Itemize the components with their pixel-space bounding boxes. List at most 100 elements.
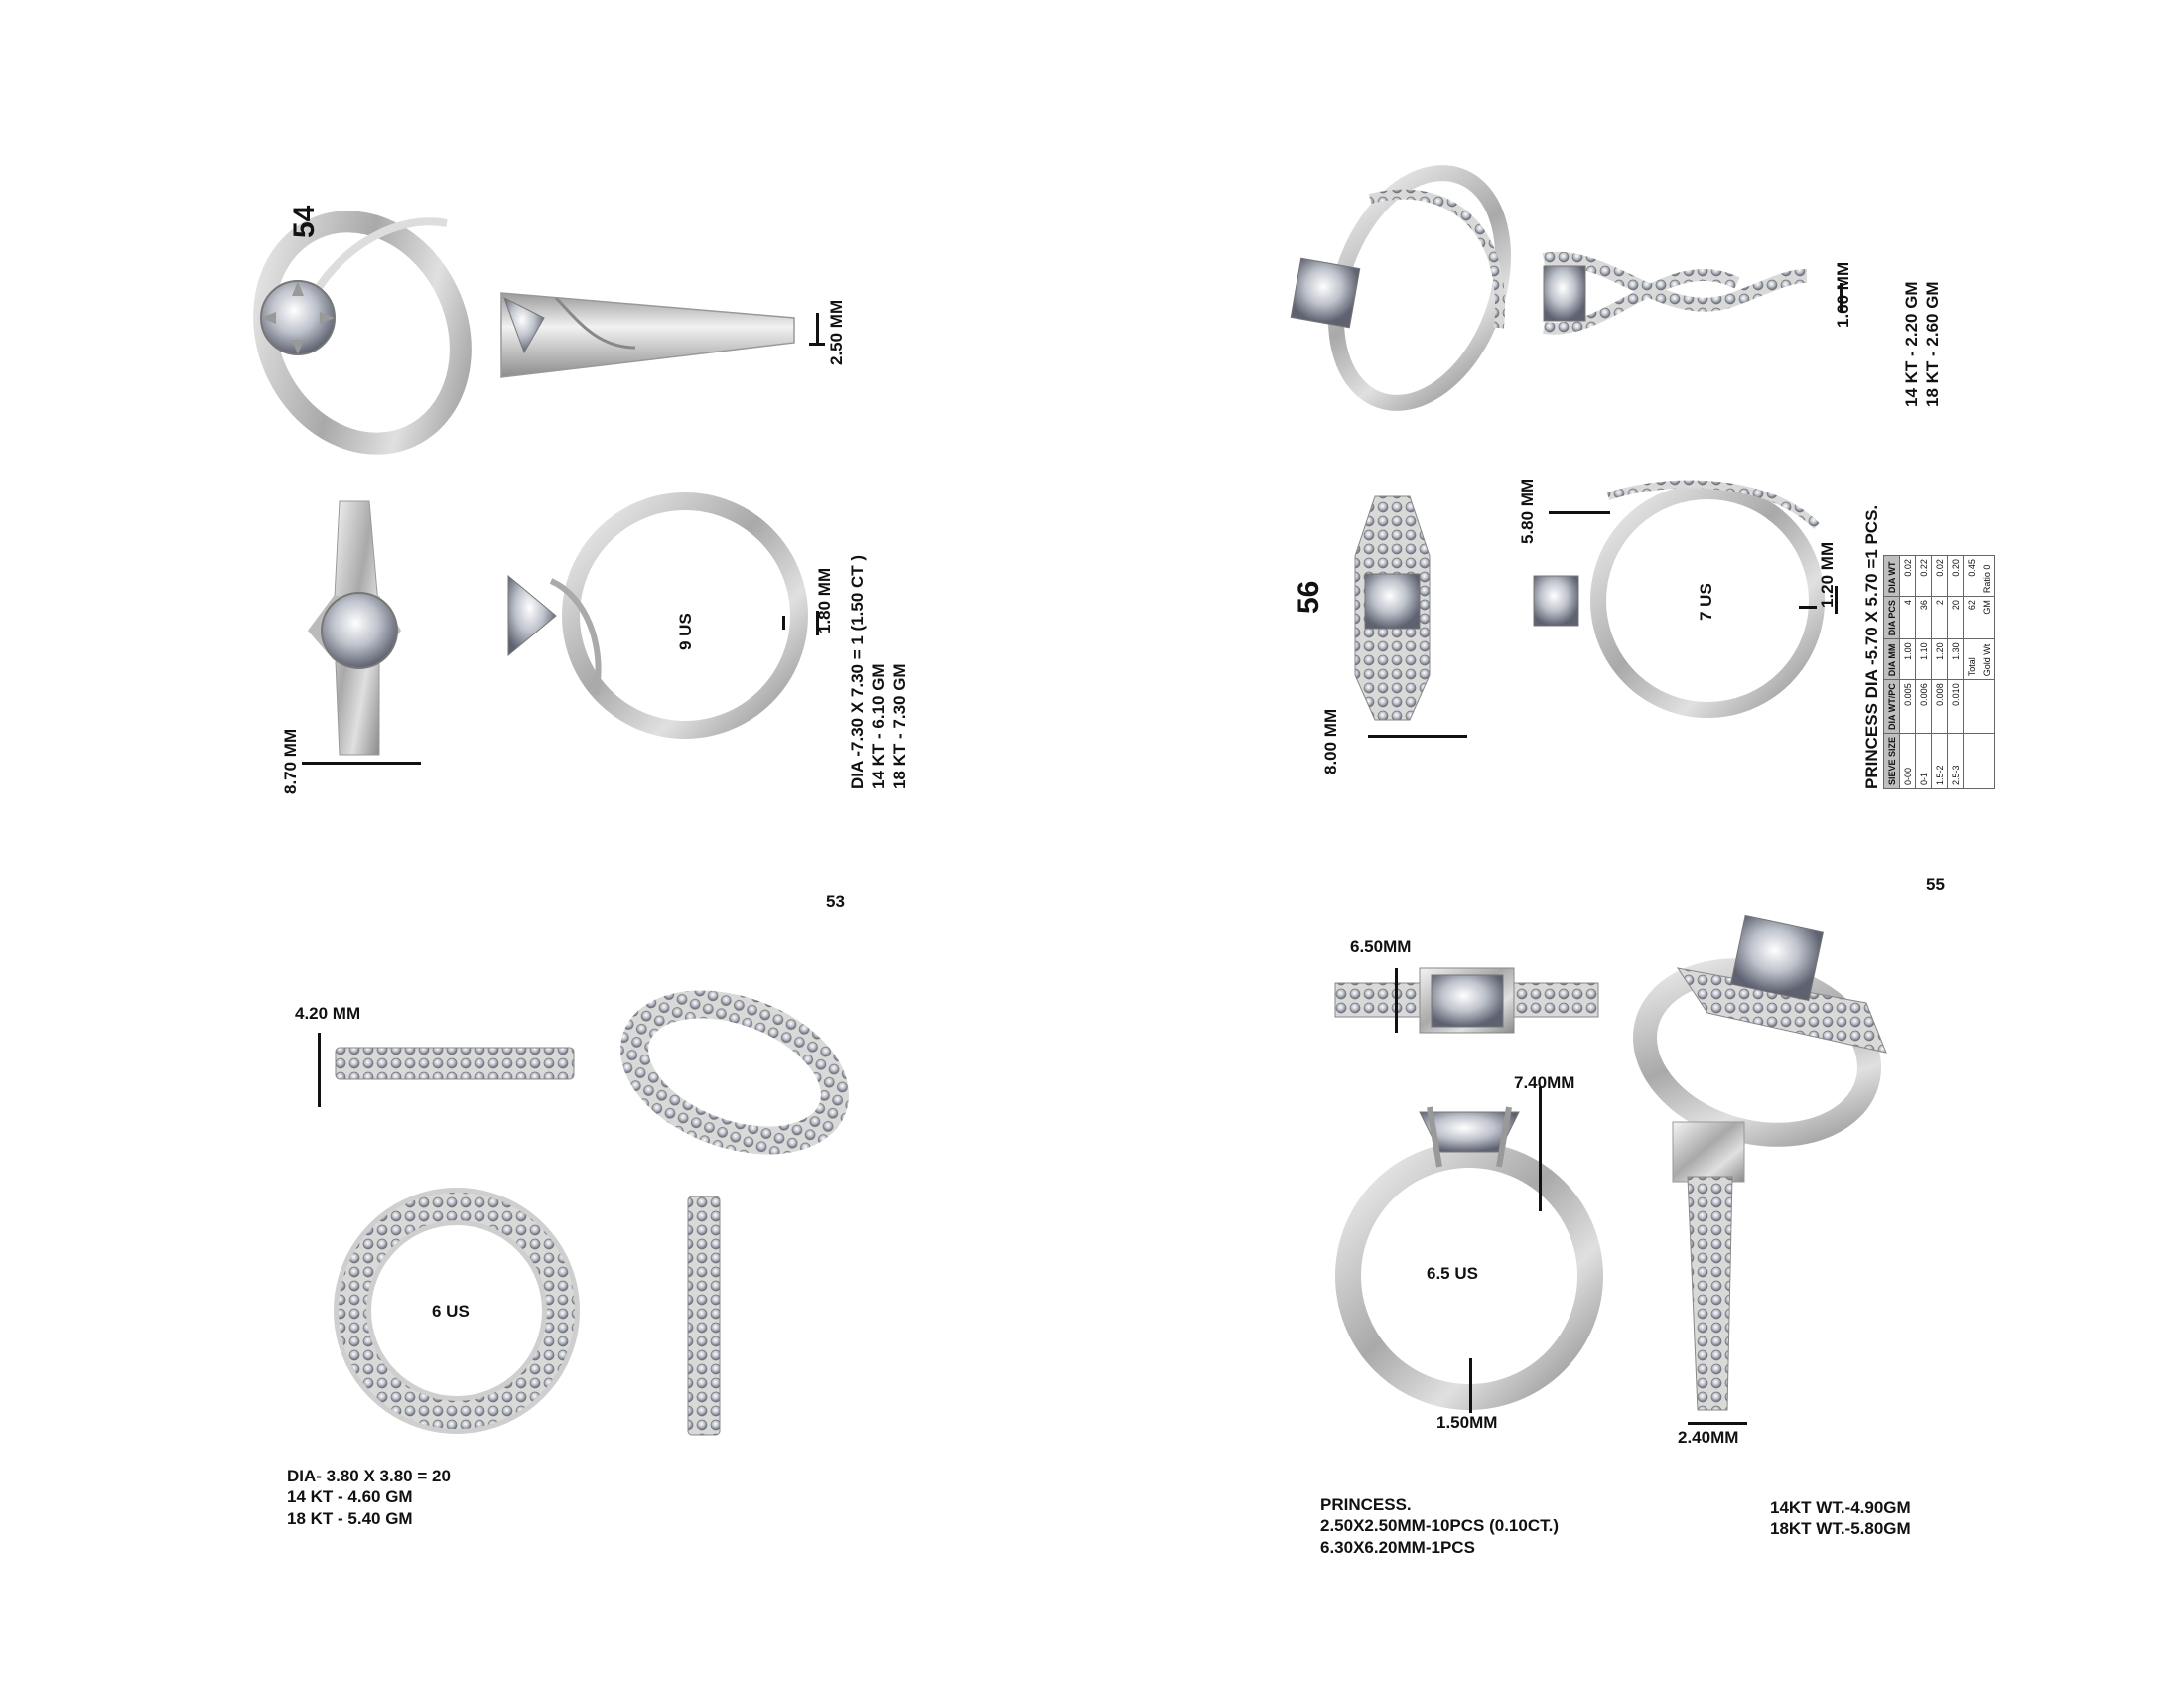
dim-bar <box>1395 968 1398 1033</box>
dimension-label: 7.40MM <box>1514 1073 1575 1092</box>
table-header: DIA WT/PC <box>1883 679 1900 734</box>
table-cell: 0-00 <box>1899 733 1916 789</box>
ring-55-side <box>1672 1121 1745 1411</box>
table-row: 0-1 0.006 1.10 36 0.22 <box>1915 555 1932 789</box>
dimension-label: 8.70 MM <box>281 728 300 794</box>
page-number: 55 <box>1926 875 1945 894</box>
page-number: 54 <box>288 205 321 238</box>
weight-block: 14KT WT.-4.90GM 18KT WT.-5.80GM <box>1770 1497 1911 1540</box>
table-row: Total 62 0.45 <box>1963 555 1979 789</box>
table-cell <box>1963 679 1979 734</box>
table-cell: 0.45 <box>1963 555 1979 597</box>
dimension-label: 1.20 MM <box>1818 541 1837 608</box>
table-header: SIEVE SIZE <box>1883 733 1900 789</box>
dim-bar <box>809 343 825 346</box>
dim-bar <box>1368 735 1467 738</box>
ring-55-top <box>1334 967 1599 1034</box>
table-header-row: SIEVE SIZE DIA WT/PC DIA MM DIA PCS DIA … <box>1883 555 1900 789</box>
spec-line: DIA- 3.80 X 3.80 = 20 <box>287 1467 451 1485</box>
dim-bar <box>1688 1422 1747 1425</box>
ring-54-top <box>308 500 401 756</box>
dimension-label: 1.60 MM <box>1834 261 1852 328</box>
dimension-label: 5.80 MM <box>1518 478 1537 544</box>
spec-line: 14 KT - 6.10 GM <box>869 663 888 789</box>
table-cell: Total <box>1963 638 1979 680</box>
table-cell: 1.00 <box>1899 638 1916 680</box>
stone-block: PRINCESS. 2.50X2.50MM-10PCS (0.10CT.) 6.… <box>1320 1494 1559 1558</box>
table-cell: Gold Wt <box>1979 638 1995 680</box>
dim-bar <box>816 611 819 635</box>
table-cell: 2.5-3 <box>1947 733 1964 789</box>
page-number: 56 <box>1293 580 1325 614</box>
table-cell: 0.005 <box>1899 679 1916 734</box>
table-cell: 0.20 <box>1947 555 1964 597</box>
ring-55-perspective <box>1633 914 1887 1147</box>
ring-56-perspective <box>1290 165 1512 411</box>
spec-line: 18 KT - 7.30 GM <box>889 663 909 789</box>
ring-56-top <box>1354 495 1431 721</box>
stone-line: 6.30X6.20MM-1PCS <box>1320 1537 1475 1557</box>
table-cell: 4 <box>1899 596 1916 639</box>
weight-line: 14KT WT.-4.90GM <box>1770 1498 1911 1517</box>
diamond-spec-table: SIEVE SIZE DIA WT/PC DIA MM DIA PCS DIA … <box>1883 555 1995 789</box>
table-cell: GM <box>1979 596 1995 639</box>
dimension-label: 6.50MM <box>1350 937 1412 956</box>
dim-bar <box>1469 1358 1472 1413</box>
dimension-label: 2.50 MM <box>827 299 846 365</box>
table-cell: 1.5-2 <box>1931 733 1948 789</box>
table-cell: 0.008 <box>1931 679 1948 734</box>
ring-size-label: 6 US <box>432 1302 470 1321</box>
table-header: DIA WT <box>1883 555 1900 597</box>
ring-54-perspective <box>253 211 472 455</box>
dim-bar <box>1539 1087 1542 1211</box>
ring-53-perspective <box>620 990 849 1155</box>
dimension-label: 1.50MM <box>1436 1413 1498 1432</box>
dim-bar <box>1549 511 1610 514</box>
weight-line: 18KT WT.-5.80GM <box>1770 1519 1911 1539</box>
ring-54-side <box>500 292 795 378</box>
table-cell <box>1963 733 1979 789</box>
dimension-label: 2.40MM <box>1678 1428 1739 1447</box>
weight-block: 14 KT - 2.20 GM 18 KT - 2.60 GM <box>1901 281 1944 407</box>
ring-size-label: 7 US <box>1697 583 1715 621</box>
ring-55-front <box>1335 1106 1603 1410</box>
dim-bar <box>318 1033 321 1107</box>
table-row: 1.5-2 0.008 1.20 2 0.02 <box>1931 555 1948 789</box>
ring-56-side <box>1542 251 1808 335</box>
table-cell: 2 <box>1931 596 1948 639</box>
table-cell: 62 <box>1963 596 1979 639</box>
ring-53-side <box>335 1047 575 1080</box>
table-cell: 1.30 <box>1947 638 1964 680</box>
table-cell: 0.02 <box>1899 555 1916 597</box>
table-cell <box>1979 679 1995 734</box>
stone-title: PRINCESS DIA -5.70 X 5.70 =1 PCS. <box>1862 504 1881 789</box>
table-row: Gold Wt GM Ratio 0 <box>1979 555 1995 789</box>
ring-56-front <box>1533 480 1825 718</box>
table-cell: 0.006 <box>1915 679 1932 734</box>
weight-line: 18 KT - 2.60 GM <box>1923 281 1943 407</box>
stone-line: PRINCESS. <box>1320 1495 1412 1514</box>
table-cell: 1.20 <box>1931 638 1948 680</box>
dim-bar <box>782 616 785 630</box>
dimension-label: 1.80 MM <box>815 567 834 633</box>
spec-block: DIA- 3.80 X 3.80 = 20 14 KT - 4.60 GM 18… <box>287 1466 451 1529</box>
dimension-label: 8.00 MM <box>1321 708 1340 774</box>
table-cell: 0.02 <box>1931 555 1948 597</box>
spec-line: 14 KT - 4.60 GM <box>287 1487 413 1507</box>
ring-size-label: 6.5 US <box>1427 1264 1478 1283</box>
table-header: DIA MM <box>1883 638 1900 680</box>
spec-block: DIA -7.30 X 7.30 = 1 (1.50 CT ) 14 KT - … <box>847 555 910 789</box>
weight-line: 14 KT - 2.20 GM <box>1902 281 1921 407</box>
spec-line: DIA -7.30 X 7.30 = 1 (1.50 CT ) <box>848 554 867 789</box>
table-cell <box>1979 733 1995 789</box>
table-cell: 20 <box>1947 596 1964 639</box>
table-cell: 0.010 <box>1947 679 1964 734</box>
page-number: 53 <box>826 892 845 911</box>
ring-54-front <box>507 492 808 739</box>
stone-line: 2.50X2.50MM-10PCS (0.10CT.) <box>1320 1516 1559 1536</box>
table-header: DIA PCS <box>1883 596 1900 639</box>
dim-bar <box>302 762 421 765</box>
table-row: 0-00 0.005 1.00 4 0.02 <box>1899 555 1916 789</box>
dim-bar <box>1799 606 1817 609</box>
spec-line: 18 KT - 5.40 GM <box>287 1508 413 1528</box>
